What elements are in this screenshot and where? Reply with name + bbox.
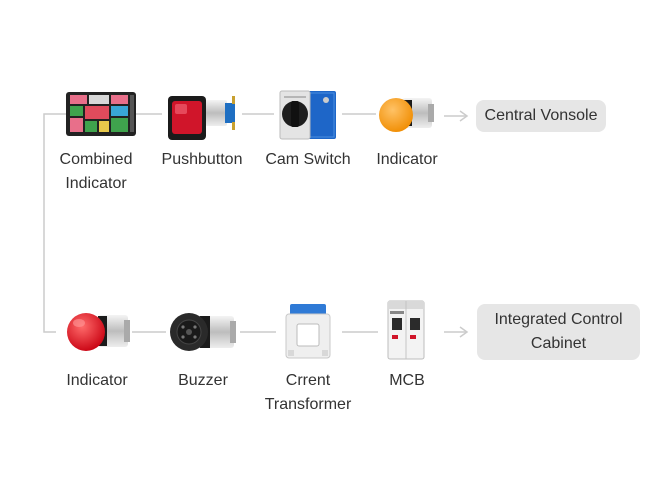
indicator-orange-icon — [379, 98, 434, 132]
destination-central-console: Central Vonsole — [476, 100, 606, 132]
arrow-row1 — [459, 110, 469, 122]
label-pushbutton: Pushbutton — [161, 151, 243, 168]
branch-line-left — [43, 113, 66, 333]
current-transformer-icon — [285, 304, 331, 359]
label-indicator-red: Indicator — [66, 372, 128, 389]
destination-integrated-control-cabinet: Integrated Control Cabinet — [477, 304, 640, 360]
label-current-transformer: Crrent Transformer — [264, 372, 352, 413]
label-combined-indicator: Combined Indicator — [59, 151, 133, 192]
mcb-icon — [387, 300, 425, 360]
label-indicator-orange: Indicator — [376, 151, 438, 168]
combined-indicator-icon — [66, 92, 136, 136]
connectors — [43, 110, 469, 338]
buzzer-icon — [170, 313, 236, 351]
indicator-red-icon — [67, 313, 130, 351]
cam-switch-icon — [279, 90, 336, 140]
label-mcb: MCB — [389, 372, 425, 389]
pushbutton-icon — [168, 96, 235, 140]
label-cam-switch: Cam Switch — [265, 151, 351, 168]
label-buzzer: Buzzer — [178, 372, 228, 389]
arrow-row2 — [459, 326, 469, 338]
